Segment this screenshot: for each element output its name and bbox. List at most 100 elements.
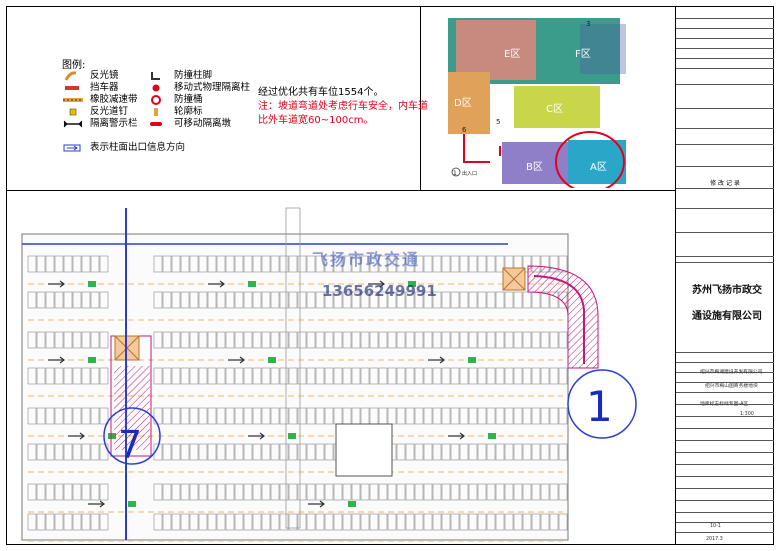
parking-stall xyxy=(171,367,181,385)
lane-arrow xyxy=(68,432,85,440)
parking-stall xyxy=(459,407,469,425)
parking-stall xyxy=(531,483,541,501)
parking-stall xyxy=(261,291,271,309)
parking-stall xyxy=(459,443,469,461)
parking-stall xyxy=(495,291,505,309)
parking-stall xyxy=(54,443,64,461)
key-plan-entry-number: 1 xyxy=(453,170,457,177)
parking-stall xyxy=(153,483,163,501)
pedestrian-crossing-marker xyxy=(128,501,136,507)
parking-stall xyxy=(198,367,208,385)
pedestrian-crossing-marker xyxy=(288,433,296,439)
parking-stall xyxy=(153,291,163,309)
parking-stall xyxy=(315,367,325,385)
parking-stall xyxy=(351,331,361,349)
key-plan-hatch xyxy=(580,24,626,74)
parking-stall xyxy=(81,255,91,273)
parking-stall xyxy=(72,255,82,273)
parking-stall xyxy=(153,443,163,461)
parking-stall xyxy=(315,513,325,531)
parking-stall xyxy=(450,331,460,349)
parking-stall xyxy=(252,255,262,273)
parking-stall xyxy=(207,443,217,461)
lane-arrow xyxy=(428,356,445,364)
parking-stall xyxy=(351,367,361,385)
parking-stall xyxy=(513,291,523,309)
parking-stall xyxy=(405,483,415,501)
parking-stall xyxy=(153,367,163,385)
parking-stall xyxy=(207,291,217,309)
key-plan-label-f: F区 xyxy=(575,48,591,60)
curved-ramp xyxy=(527,265,599,369)
parking-stall xyxy=(486,367,496,385)
parking-stall xyxy=(45,331,55,349)
parking-stall xyxy=(297,255,307,273)
parking-stall xyxy=(432,443,442,461)
parking-stall xyxy=(216,367,226,385)
legend-item: 表示柱面出口信息方向 xyxy=(62,142,185,154)
parking-stall xyxy=(486,331,496,349)
parking-stall xyxy=(387,331,397,349)
pedestrian-crossing-marker xyxy=(248,281,256,287)
lane-arrow xyxy=(208,280,225,288)
parking-stall xyxy=(360,331,370,349)
parking-stall xyxy=(432,407,442,425)
parking-stall xyxy=(189,331,199,349)
parking-stall xyxy=(333,331,343,349)
delineator-icon xyxy=(146,107,168,117)
parking-stall xyxy=(486,443,496,461)
title-block-row-line xyxy=(676,382,774,383)
parking-stall xyxy=(171,255,181,273)
parking-stall xyxy=(477,513,487,531)
company-name: 苏州飞扬市政交 通设施有限公司 xyxy=(682,278,772,330)
parking-stall xyxy=(387,483,397,501)
parking-stall xyxy=(189,513,199,531)
parking-stall xyxy=(504,331,514,349)
parking-stall xyxy=(99,483,109,501)
parking-stall xyxy=(414,255,424,273)
parking-stall xyxy=(540,407,550,425)
pedestrian-crossing-marker xyxy=(408,281,416,287)
parking-stall xyxy=(234,331,244,349)
parking-stall xyxy=(432,291,442,309)
parking-stall xyxy=(333,367,343,385)
parking-stall xyxy=(162,367,172,385)
parking-stall xyxy=(513,367,523,385)
parking-stall xyxy=(90,255,100,273)
parking-stall xyxy=(216,483,226,501)
parking-stall xyxy=(36,255,46,273)
parking-stall xyxy=(261,483,271,501)
title-block-row-line xyxy=(676,232,774,233)
parking-stall xyxy=(423,513,433,531)
curved-ramp-lane xyxy=(533,275,586,364)
parking-stall xyxy=(504,483,514,501)
header-divider xyxy=(420,6,421,190)
parking-stall xyxy=(297,483,307,501)
legend-item: 防撞桶 xyxy=(146,94,250,106)
parking-stall xyxy=(198,513,208,531)
parking-stall xyxy=(279,367,289,385)
parking-stall xyxy=(63,255,73,273)
parking-stall xyxy=(360,513,370,531)
title-block-row-line xyxy=(676,428,774,429)
legend-column-right: 防撞柱脚移动式物理隔离柱防撞桶轮廓标可移动隔离墩 xyxy=(146,70,250,130)
parking-stall xyxy=(162,331,172,349)
parking-stall xyxy=(99,255,109,273)
parking-stall xyxy=(513,443,523,461)
parking-stall xyxy=(270,255,280,273)
parking-stall xyxy=(387,367,397,385)
parking-stall xyxy=(414,443,424,461)
parking-stall xyxy=(495,443,505,461)
title-block-row-line xyxy=(676,416,774,417)
parking-stall xyxy=(459,291,469,309)
parking-stall xyxy=(558,407,568,425)
title-block-row-line xyxy=(676,532,774,533)
parking-stall xyxy=(477,443,487,461)
parking-stall xyxy=(45,483,55,501)
parking-stall xyxy=(459,513,469,531)
parking-stall xyxy=(90,291,100,309)
parking-stall xyxy=(153,331,163,349)
parking-stall xyxy=(351,513,361,531)
parking-stall xyxy=(234,443,244,461)
parking-stall xyxy=(522,513,532,531)
